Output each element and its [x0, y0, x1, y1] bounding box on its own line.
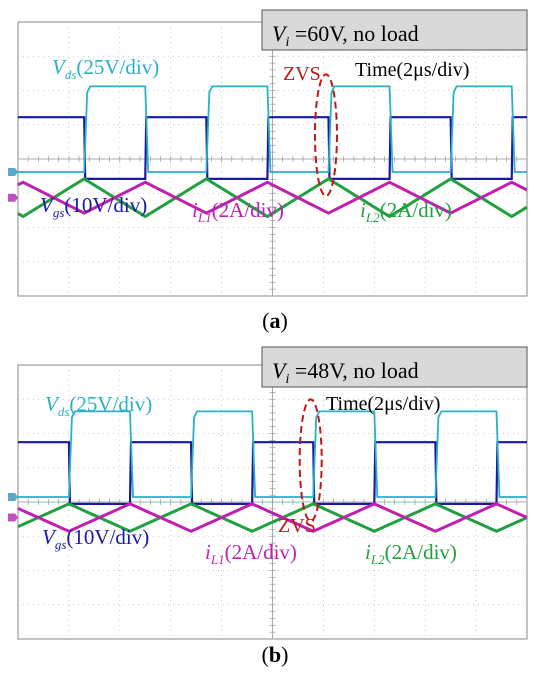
il2-label: iL2(2A/div) — [360, 198, 452, 225]
condition-label: Vi =60V, no load — [272, 21, 419, 50]
condition-box — [261, 9, 528, 51]
vgs-waveform — [18, 116, 527, 180]
vds-waveform — [18, 85, 527, 173]
condition-box — [261, 346, 528, 388]
time-scale-label: Time(2μs/div) — [326, 393, 440, 415]
panel-caption-b: (b) — [261, 642, 289, 667]
il1-label: iL1(2A/div) — [192, 198, 284, 225]
vds-label: Vds(25V/div) — [45, 392, 152, 419]
vds-waveform — [18, 410, 527, 498]
zvs-label: ZVS — [283, 63, 321, 85]
il2-waveform — [17, 177, 528, 219]
il1-waveform — [17, 180, 528, 215]
vgs-label: Vgs(10V/div) — [40, 193, 147, 220]
zvs-marker-ellipse — [313, 73, 338, 197]
channel-marker-vds — [8, 168, 18, 176]
vgs-waveform — [18, 441, 527, 505]
time-scale-label: Time(2μs/div) — [355, 59, 469, 81]
panel-caption-a: (a) — [262, 308, 288, 333]
zvs-label: ZVS — [278, 515, 316, 537]
il1-waveform — [17, 502, 528, 533]
zvs-marker-ellipse — [298, 398, 323, 522]
vds-label: Vds(25V/div) — [52, 55, 159, 82]
condition-label: Vi =48V, no load — [272, 358, 419, 387]
channel-marker-vds — [8, 493, 18, 501]
vgs-label: Vgs(10V/div) — [42, 525, 149, 552]
channel-marker-il — [8, 513, 18, 522]
il2-label: iL2(2A/div) — [365, 540, 457, 567]
il2-waveform — [17, 502, 528, 533]
channel-marker-il — [8, 193, 18, 202]
il1-label: iL1(2A/div) — [205, 540, 297, 567]
